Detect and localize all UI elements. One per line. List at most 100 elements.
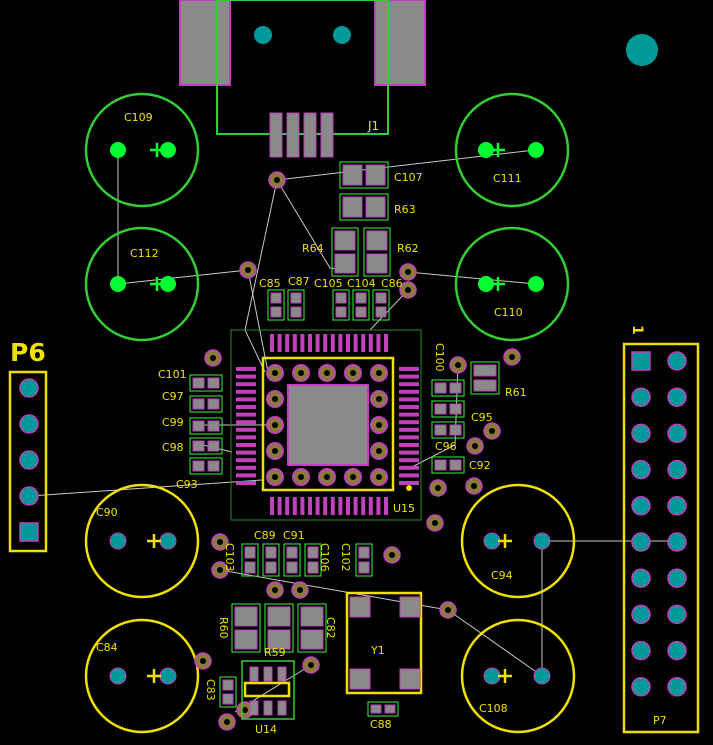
c90-label: C90 (96, 506, 118, 519)
smd-c99-pad (207, 420, 220, 432)
c84-outline (84, 618, 200, 734)
c89-label: C89 (254, 529, 276, 542)
smd-c96-outline (431, 421, 465, 439)
trace (247, 269, 269, 373)
u15-pin (399, 405, 419, 409)
u14-courtyard (241, 660, 295, 720)
smd-c99b-pad (207, 440, 220, 452)
u15-thermal-via-hole (272, 396, 278, 402)
smd-c107-pad (365, 164, 386, 186)
c104-label: C104 (347, 277, 376, 290)
r64-label: R64 (302, 242, 324, 255)
plus-icon (150, 277, 164, 291)
u15-pin (399, 389, 419, 394)
c110-label: C110 (494, 306, 523, 319)
c108-label: C108 (479, 702, 508, 715)
u15-pin (308, 334, 312, 352)
smd-r61-pad (473, 379, 497, 392)
smd-c106-outline (304, 543, 322, 577)
u15-pin (399, 367, 419, 371)
c110-outline (454, 226, 570, 342)
via-hole (405, 287, 411, 293)
smd-c102-pad (358, 546, 370, 559)
u15-pin (236, 412, 256, 417)
smd-c99b (189, 437, 223, 455)
u15-thermal-via-hole (298, 474, 304, 480)
p7-pin (631, 677, 651, 697)
c94-pad (483, 532, 501, 550)
u15-thermal-via-hole (376, 474, 382, 480)
u15-pin (338, 497, 343, 515)
u15-pin (236, 420, 256, 425)
u15-pin (323, 334, 328, 352)
smd-c105-outline (332, 289, 350, 321)
u15-pin (376, 497, 381, 515)
p7-pin (667, 604, 687, 625)
c111-label: C111 (493, 172, 522, 185)
smd-c102 (355, 543, 373, 577)
smd-c85 (267, 289, 285, 321)
smd-c106-pad (307, 546, 319, 559)
u15-pin (315, 334, 320, 352)
j1-shield-pad-left (179, 0, 231, 86)
p7-pin (667, 351, 687, 371)
c98-label: C98 (162, 441, 184, 454)
smd-c96 (431, 421, 465, 439)
u15-pin (236, 389, 256, 394)
u14-pad (249, 666, 259, 682)
p7-pin (667, 677, 687, 697)
ic-U14: U14 (241, 660, 295, 736)
y1-pad (349, 668, 371, 690)
u15-pin (285, 497, 290, 515)
j1-label: J1 (367, 119, 379, 133)
u15-pin (399, 450, 419, 455)
plus-icon (491, 143, 505, 157)
electrolytic-capacitors-yellow: C90 C84 C94 C108 (84, 483, 576, 734)
u15-thermal-via-hole (376, 422, 382, 428)
smd-c103-pad (244, 561, 256, 574)
u15-pin (399, 382, 419, 387)
smd-c105-pad (335, 306, 347, 318)
plus-icon (150, 143, 164, 157)
u15-pin (399, 465, 419, 470)
smd-c96-pad (434, 424, 447, 436)
c96-label: C96 (435, 440, 457, 453)
header-P6: P6 (8, 338, 48, 553)
c92-label: C92 (469, 459, 491, 472)
c84-pad (159, 667, 177, 685)
smd-c104-pad (355, 292, 367, 304)
via-hole (308, 662, 314, 668)
u15-pin (353, 334, 358, 352)
u15-pin (368, 334, 373, 352)
u14-label: U14 (255, 723, 277, 736)
p6-outline (8, 370, 48, 553)
p6-pin (19, 378, 39, 398)
smd-c86-pad (375, 292, 387, 304)
smd-r64-pad (334, 253, 356, 274)
u15-pin (330, 497, 335, 515)
u14-pad (263, 666, 273, 682)
via-hole (435, 485, 441, 491)
c110-pad (478, 276, 494, 292)
u15-thermal-via-hole (324, 474, 330, 480)
u15-pin (399, 435, 419, 440)
p7-pin (631, 387, 651, 407)
smd-c89 (262, 543, 280, 577)
smd-c95 (431, 400, 465, 418)
u15-thermal-via-hole (272, 448, 278, 454)
u15-pin (292, 334, 297, 352)
p6-pin-1-square (19, 522, 39, 542)
c95-label: C95 (471, 411, 493, 424)
u15-pin (285, 334, 290, 352)
via-hole (472, 443, 478, 449)
j1-signal-pad (303, 112, 317, 158)
smd-c100-pad (449, 382, 462, 394)
smd-c86 (372, 289, 390, 321)
c90-pad (159, 532, 177, 550)
smd-c92-outline (431, 456, 465, 474)
via-hole (242, 707, 248, 713)
smd-r63-pad (342, 196, 363, 218)
u15-pin (399, 420, 419, 425)
smd-c95-outline (431, 400, 465, 418)
smd-c82-outline (297, 603, 327, 653)
